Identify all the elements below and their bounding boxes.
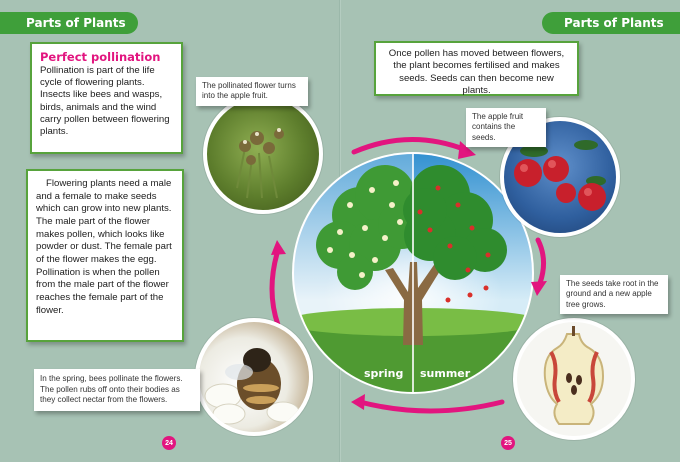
- page-number-left: 24: [162, 436, 176, 450]
- flowering-plants-text: Flowering plants need a male and a femal…: [36, 178, 172, 316]
- bee-photo: [195, 318, 313, 436]
- apple-caption: The apple fruit contains the seeds.: [466, 108, 546, 148]
- pollination-title: Perfect pollination: [40, 50, 161, 64]
- pollinated-flower-photo: [203, 94, 323, 214]
- pollination-info-box: Perfect pollination Pollination is part …: [30, 42, 183, 154]
- seeds-caption: The seeds take root in the ground and a …: [560, 275, 668, 315]
- summer-label: summer: [420, 367, 471, 380]
- section-tab-right: Parts of Plants: [542, 12, 680, 34]
- book-spine: [339, 0, 341, 462]
- flower-buds-graphic: [236, 128, 284, 199]
- page-number-right: 25: [501, 436, 515, 450]
- pollinated-caption: The pollinated flower turns into the app…: [196, 77, 308, 106]
- apple-core-graphic: [543, 326, 605, 425]
- bees-caption: In the spring, bees pollinate the flower…: [34, 369, 200, 411]
- apple-core-photo: [513, 318, 635, 440]
- fertilised-info-box: Once pollen has moved between flowers, t…: [374, 41, 579, 96]
- apples-graphic: [514, 140, 606, 211]
- apple-photo: [500, 117, 620, 237]
- section-tab-left: Parts of Plants: [0, 12, 138, 34]
- fertilised-text: Once pollen has moved between flowers, t…: [388, 48, 565, 97]
- bee-graphic: [204, 348, 300, 425]
- pollination-text: Pollination is part of the life cycle of…: [40, 65, 170, 137]
- flowering-plants-box: Flowering plants need a male and a femal…: [26, 169, 184, 342]
- spring-label: spring: [364, 367, 404, 380]
